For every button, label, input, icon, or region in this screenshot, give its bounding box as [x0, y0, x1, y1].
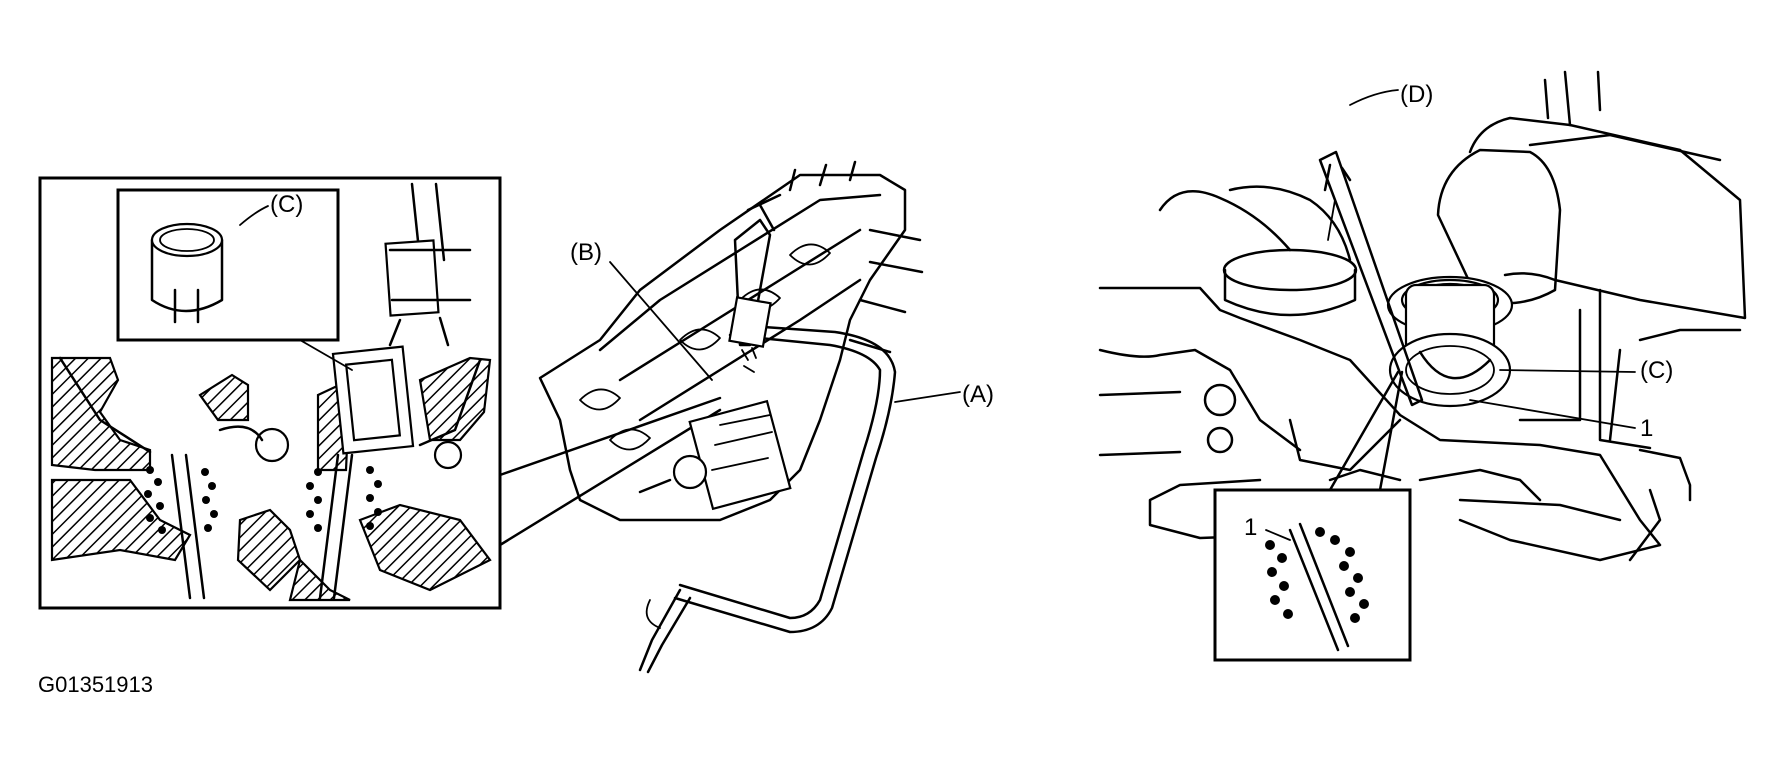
- cylinder-head-assembly: [538, 160, 924, 522]
- leader-1-right: [1469, 399, 1636, 429]
- label-1-inset: 1: [1244, 514, 1257, 541]
- tappet-inset: [116, 188, 353, 371]
- label-b: (B): [570, 239, 602, 266]
- leader-a: [894, 391, 961, 403]
- right-callout-line-left: [1328, 370, 1400, 492]
- leader-b: [609, 261, 713, 381]
- figure-id: G01351913: [38, 672, 153, 697]
- label-c-inset: (C): [270, 191, 303, 218]
- spring-inset: [1213, 488, 1412, 662]
- valve-spring-compressor: [638, 193, 897, 674]
- right-callout-line-right: [1378, 370, 1404, 492]
- label-1-right: 1: [1640, 415, 1653, 442]
- label-d: (D): [1400, 81, 1433, 108]
- callout-line-lower: [498, 408, 722, 547]
- right-view-engine: [1098, 70, 1747, 562]
- label-c-right: (C): [1640, 357, 1673, 384]
- label-a: (A): [962, 381, 994, 408]
- callout-line-upper: [498, 396, 722, 477]
- leader-c-right: [1499, 369, 1636, 373]
